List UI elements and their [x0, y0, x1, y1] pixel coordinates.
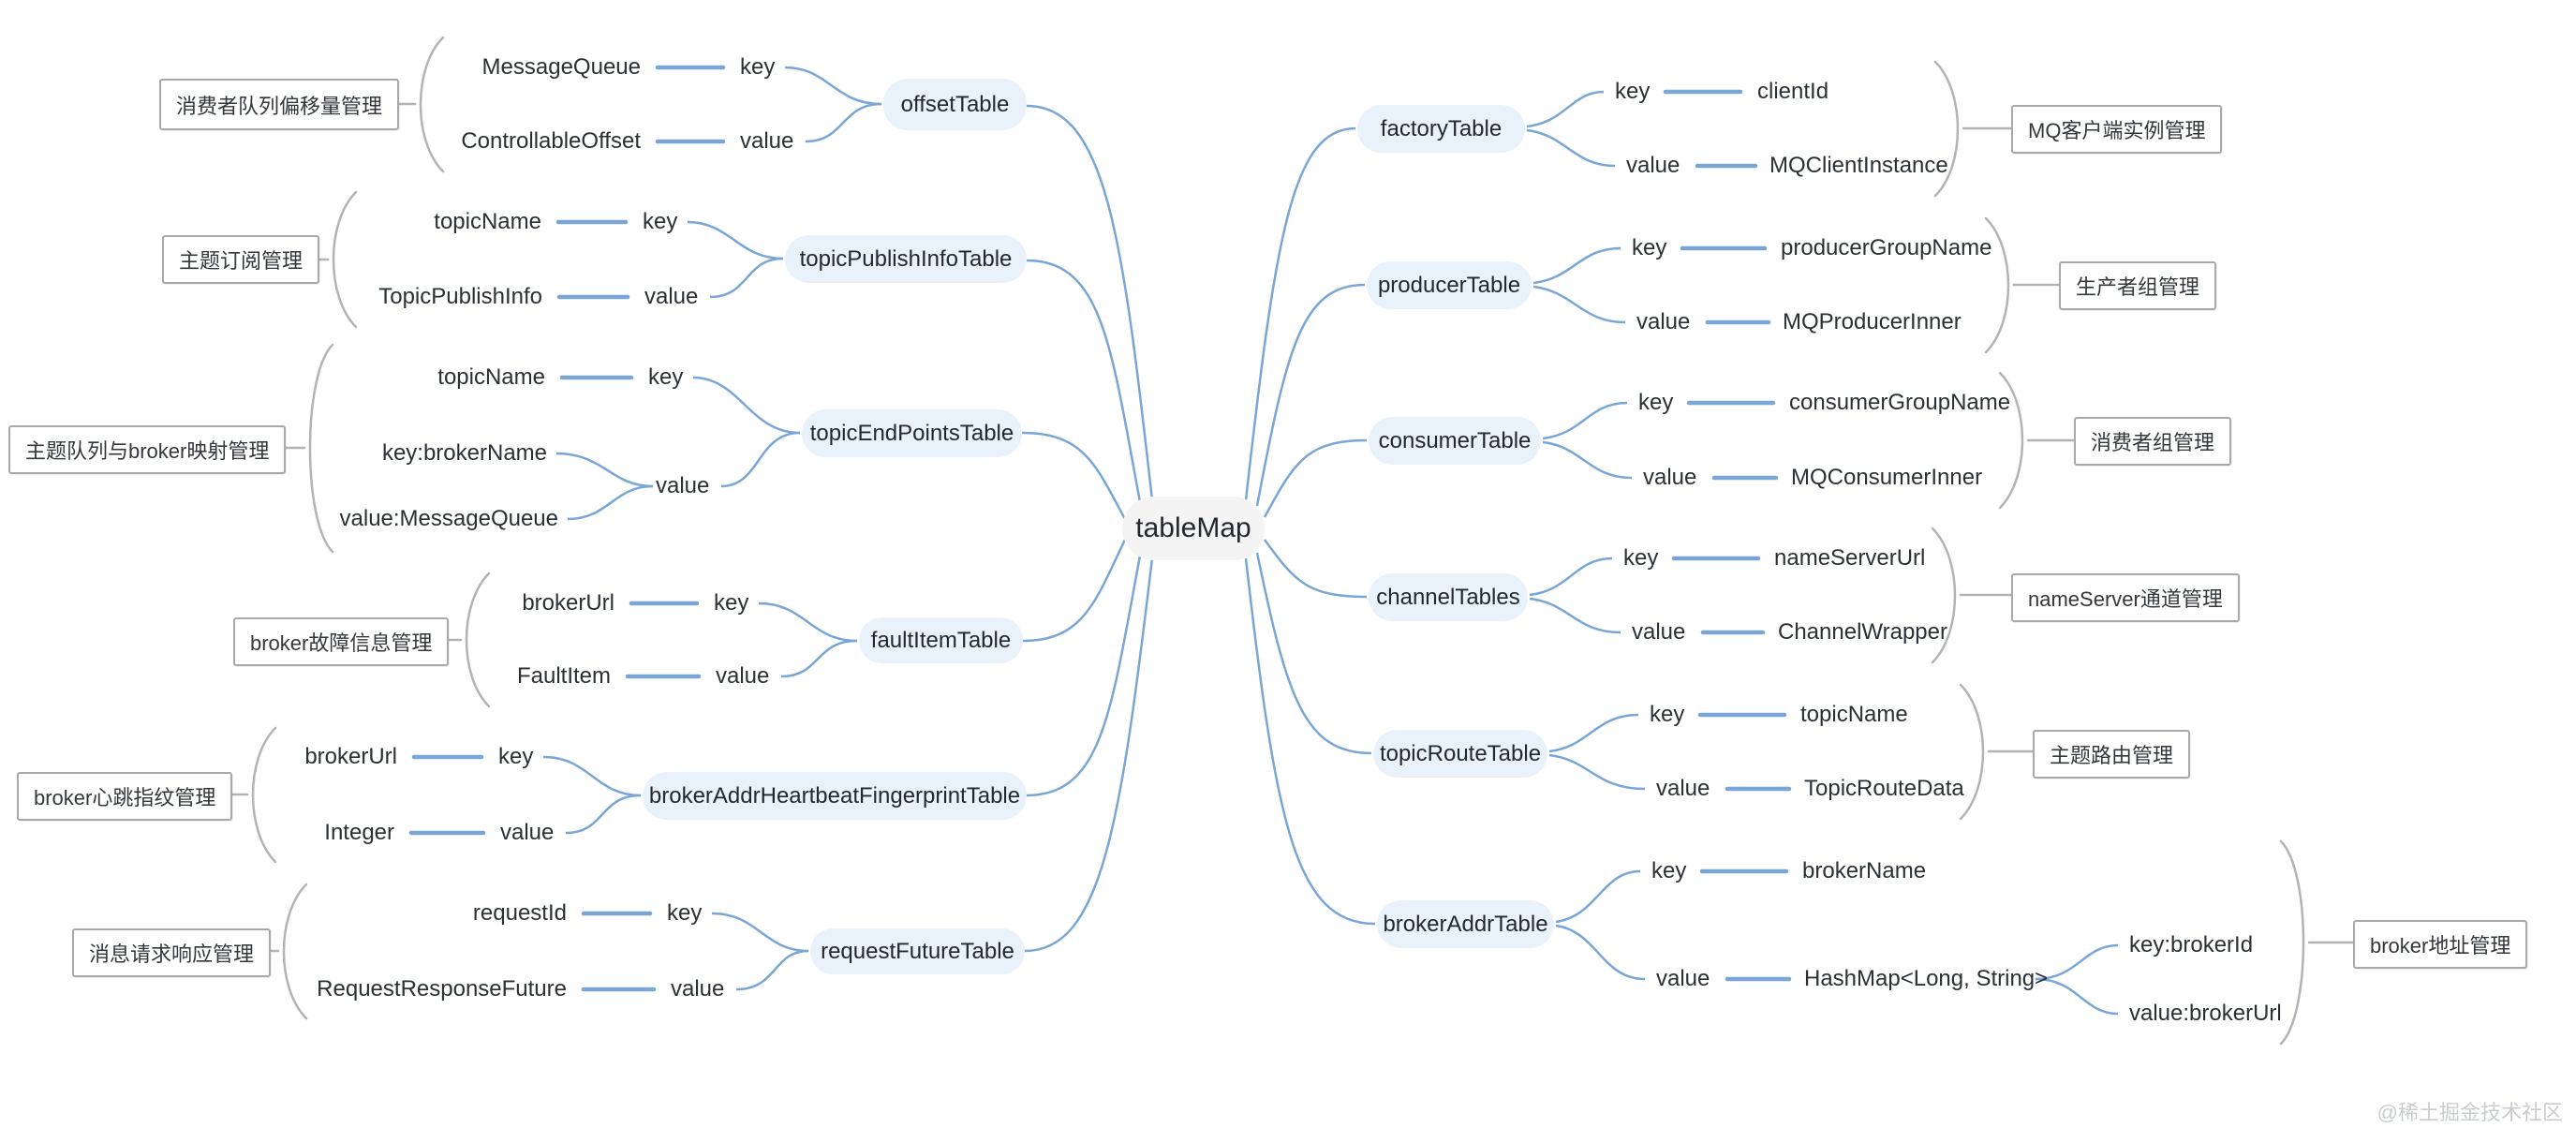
- role-node: key: [643, 209, 678, 234]
- type-node: ControllableOffset: [461, 128, 641, 154]
- table-node: topicEndPointsTable: [802, 409, 1022, 457]
- type-node: MQConsumerInner: [1791, 465, 1983, 490]
- annotation-box: nameServer通道管理: [2011, 573, 2240, 622]
- role-node: value: [1656, 966, 1710, 991]
- role-node: key: [1615, 79, 1651, 104]
- role-node: value: [1626, 153, 1680, 178]
- annotation-box: 主题订阅管理: [162, 235, 320, 284]
- table-node: topicPublishInfoTable: [785, 235, 1027, 283]
- annotation-box: MQ客户端实例管理: [2011, 105, 2223, 154]
- table-node: channelTables: [1369, 573, 1528, 621]
- role-node: value: [656, 473, 710, 498]
- role-node: key: [740, 54, 776, 80]
- type-node: key:brokerId: [2129, 932, 2254, 957]
- type-node: MQProducerInner: [1783, 309, 1962, 334]
- annotation-box: broker心跳指纹管理: [17, 772, 233, 821]
- role-node: value: [1656, 776, 1710, 801]
- type-node: FaultItem: [516, 663, 611, 689]
- type-node: Integer: [324, 820, 394, 845]
- table-node: topicRouteTable: [1373, 730, 1547, 778]
- type-node: brokerUrl: [522, 590, 614, 616]
- type-node: requestId: [472, 900, 567, 926]
- annotation-box: 主题路由管理: [2033, 730, 2191, 779]
- role-node: key: [498, 744, 534, 769]
- root-node-tablemap: tableMap: [1122, 497, 1265, 560]
- role-node: key: [1632, 235, 1667, 260]
- table-node: brokerAddrHeartbeatFingerprintTable: [643, 772, 1027, 820]
- type-node: brokerUrl: [304, 744, 397, 769]
- table-node: offsetTable: [883, 79, 1027, 130]
- table-node: factoryTable: [1357, 105, 1525, 153]
- type-node: clientId: [1757, 79, 1829, 104]
- type-node: topicName: [434, 209, 541, 234]
- annotation-box: 消费者队列偏移量管理: [159, 79, 400, 130]
- role-node: key: [648, 364, 684, 390]
- role-node: key: [714, 590, 749, 616]
- type-node: topicName: [437, 364, 545, 390]
- role-node: value: [1643, 465, 1697, 490]
- type-node: consumerGroupName: [1789, 390, 2011, 415]
- type-node: topicName: [1800, 702, 1908, 727]
- type-node: TopicRouteData: [1804, 776, 1964, 801]
- type-node: value:MessageQueue: [339, 506, 558, 531]
- type-node: MessageQueue: [481, 54, 641, 80]
- watermark: @稀土掘金技术社区: [2376, 1101, 2563, 1124]
- role-node: key: [1651, 858, 1687, 883]
- type-node: brokerName: [1802, 858, 1927, 883]
- annotation-box: 生产者组管理: [2059, 261, 2217, 310]
- role-node: key: [1623, 545, 1659, 571]
- type-node: producerGroupName: [1781, 235, 1992, 260]
- annotation-box: broker故障信息管理: [233, 617, 450, 666]
- type-node: MQClientInstance: [1769, 153, 1948, 178]
- type-node: value:brokerUrl: [2129, 1001, 2282, 1026]
- table-node: brokerAddrTable: [1377, 900, 1554, 948]
- role-node: value: [1632, 619, 1686, 645]
- annotation-box: 消费者组管理: [2074, 417, 2232, 466]
- type-node: ChannelWrapper: [1778, 619, 1947, 645]
- role-node: value: [1636, 309, 1691, 334]
- annotation-box: broker地址管理: [2353, 920, 2528, 969]
- type-node: RequestResponseFuture: [317, 976, 567, 1002]
- role-node: value: [500, 820, 555, 845]
- role-node: key: [667, 900, 703, 926]
- type-node: HashMap<Long, String>: [1804, 966, 2049, 991]
- role-node: value: [671, 976, 725, 1002]
- role-node: key: [1638, 390, 1674, 415]
- role-node: key: [1650, 702, 1685, 727]
- table-node: consumerTable: [1369, 417, 1541, 465]
- role-node: value: [716, 663, 770, 689]
- type-node: TopicPublishInfo: [378, 284, 542, 309]
- role-node: value: [740, 128, 794, 154]
- annotation-box: 主题队列与broker映射管理: [8, 425, 287, 474]
- type-node: nameServerUrl: [1774, 545, 1926, 571]
- annotation-box: 消息请求响应管理: [72, 928, 272, 977]
- role-node: value: [644, 284, 699, 309]
- table-node: producerTable: [1367, 261, 1532, 309]
- table-node: requestFutureTable: [810, 928, 1025, 974]
- table-node: faultItemTable: [859, 617, 1023, 663]
- type-node: key:brokerName: [381, 440, 547, 466]
